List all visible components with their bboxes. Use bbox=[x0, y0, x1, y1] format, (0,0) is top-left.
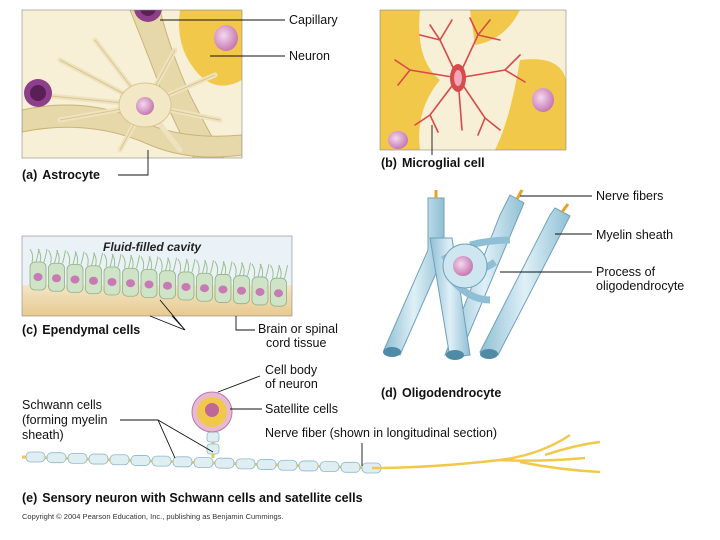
schwann-label-line2: (forming myelin bbox=[22, 413, 108, 427]
ependymal-cell bbox=[214, 274, 232, 303]
ependymal-cell bbox=[251, 276, 269, 306]
schwann-cell bbox=[151, 455, 172, 467]
cell-body-label-line1: Cell body bbox=[265, 363, 318, 377]
schwann-cell bbox=[256, 459, 277, 470]
nerve-fibers-label: Nerve fibers bbox=[596, 189, 664, 203]
brain-tissue-label-line2: cord tissue bbox=[266, 336, 327, 350]
schwann-cell bbox=[25, 451, 46, 463]
panel-e-name: Sensory neuron with Schwann cells and sa… bbox=[42, 491, 363, 505]
schwann-label-line3: sheath) bbox=[22, 428, 64, 442]
schwann-cell bbox=[235, 458, 256, 470]
panel-c-name: Ependymal cells bbox=[42, 323, 141, 337]
schwann-cell bbox=[172, 456, 193, 468]
cell-body-label-line2: of neuron bbox=[265, 377, 318, 391]
brain-tissue-label-line1: Brain or spinal bbox=[258, 322, 338, 336]
panel-c-title: (c) Ependymal cells bbox=[22, 323, 140, 337]
schwann-cell bbox=[298, 460, 319, 472]
schwann-cell bbox=[130, 455, 151, 466]
panel-b-letter: (b) bbox=[381, 156, 397, 170]
microglia-panel bbox=[379, 9, 567, 151]
schwann-cell bbox=[277, 459, 298, 471]
ependymal-cell bbox=[29, 261, 47, 291]
ependymal-cell bbox=[66, 264, 84, 293]
ependymal-cell bbox=[177, 271, 195, 301]
fluid-cavity-label: Fluid-filled cavity bbox=[103, 240, 202, 254]
ependymal-cell bbox=[233, 275, 250, 305]
process-label-line1: Process of bbox=[596, 265, 656, 279]
nerve-fiber-label: Nerve fiber (shown in longitudinal secti… bbox=[265, 426, 498, 440]
panel-a-name: Astrocyte bbox=[42, 168, 100, 182]
panel-a-title: (a) Astrocyte bbox=[22, 168, 100, 182]
ependymal-cell bbox=[270, 277, 287, 307]
panel-a-letter: (a) bbox=[22, 168, 38, 182]
ependymal-cell bbox=[122, 267, 139, 297]
ependymal-cell bbox=[196, 272, 213, 302]
ependymal-panel bbox=[21, 235, 293, 317]
neuron-label: Neuron bbox=[289, 49, 330, 63]
schwann-cell bbox=[193, 457, 214, 468]
schwann-cell bbox=[46, 452, 67, 464]
oligodendrocyte-panel bbox=[383, 189, 571, 360]
myelin-sheath-label: Myelin sheath bbox=[596, 228, 674, 242]
schwann-label-line1: Schwann cells bbox=[22, 398, 102, 412]
schwann-cell bbox=[109, 454, 130, 466]
ependymal-cell bbox=[140, 269, 158, 298]
ependymal-cell bbox=[48, 262, 65, 292]
panel-e-letter: (e) bbox=[22, 491, 38, 505]
schwann-cell bbox=[340, 461, 361, 473]
panel-d-title: (d) Oligodendrocyte bbox=[381, 386, 501, 400]
ependymal-cell bbox=[85, 265, 102, 295]
schwann-cell bbox=[319, 461, 340, 473]
astrocyte-panel bbox=[21, 9, 243, 159]
process-label-line2: oligodendrocyte bbox=[596, 279, 685, 293]
panel-b-name: Microglial cell bbox=[401, 156, 485, 170]
capillary-label: Capillary bbox=[289, 13, 338, 27]
copyright-notice: Copyright © 2004 Pearson Education, Inc.… bbox=[22, 512, 284, 521]
schwann-cell bbox=[214, 457, 235, 469]
panel-c-letter: (c) bbox=[22, 323, 38, 337]
schwann-cell bbox=[88, 453, 109, 465]
schwann-cell bbox=[67, 452, 88, 464]
panel-d-name: Oligodendrocyte bbox=[401, 386, 502, 400]
ependymal-cell bbox=[103, 266, 121, 296]
satellite-cells-label: Satellite cells bbox=[265, 402, 338, 416]
ependymal-cell bbox=[159, 270, 176, 300]
panel-b-title: (b) Microglial cell bbox=[381, 156, 485, 170]
panel-e-title: (e) Sensory neuron with Schwann cells and… bbox=[22, 491, 363, 505]
panel-d-letter: (d) bbox=[381, 386, 397, 400]
leader-lines bbox=[118, 19, 592, 466]
